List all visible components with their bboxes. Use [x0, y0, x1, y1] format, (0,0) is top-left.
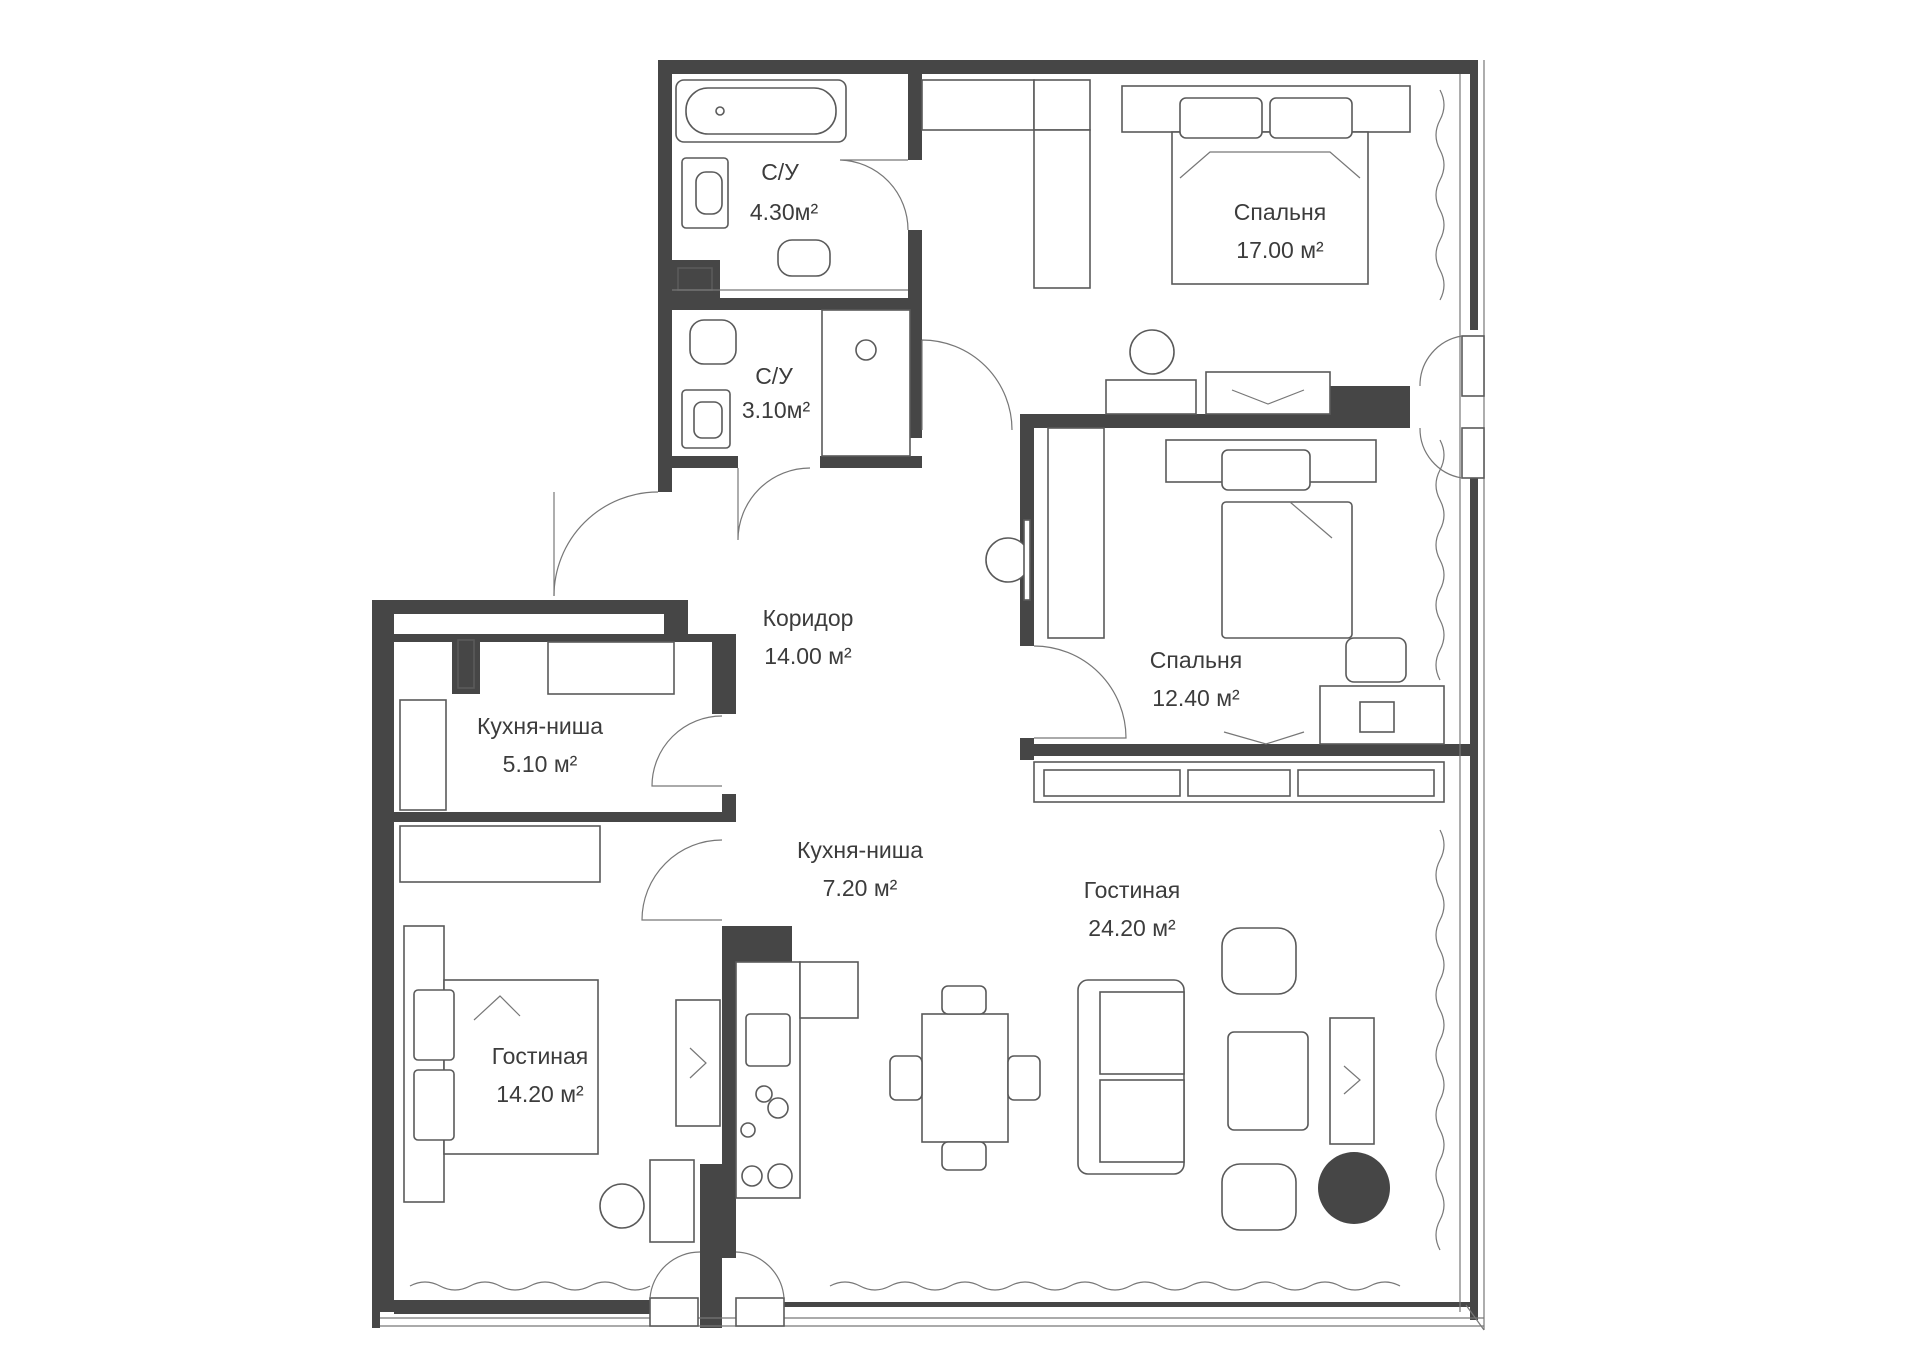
room-area-bedroom-1: 17.00 м² [1236, 237, 1324, 263]
bedroom-2-furniture [985, 439, 1445, 745]
room-name-bedroom-2: Спальня [1150, 647, 1242, 673]
room-name-bathroom-2: С/У [755, 363, 793, 389]
room-area-kitchen-niche-1: 5.10 м² [503, 751, 578, 777]
room-name-bathroom-1: С/У [761, 159, 799, 185]
room-name-bedroom-1: Спальня [1234, 199, 1326, 225]
room-area-bathroom-2: 3.10м² [742, 397, 811, 423]
walls [372, 60, 1478, 1328]
wardrobes [399, 79, 1105, 883]
room-area-living-room: 24.20 м² [1088, 915, 1176, 941]
room-area-bedroom-2: 12.40 м² [1152, 685, 1240, 711]
room-name-kitchen-niche-2: Кухня-ниша [797, 837, 923, 863]
bathroom-1-fixtures [672, 79, 908, 291]
bedroom-1-furniture [1105, 85, 1411, 415]
room-area-corridor: 14.00 м² [764, 643, 852, 669]
room-name-kitchen-niche-1: Кухня-ниша [477, 713, 603, 739]
curtains [409, 89, 1445, 1291]
room-name-corridor: Коридор [763, 605, 854, 631]
doors [553, 159, 1127, 921]
bathroom-2-fixtures [681, 309, 911, 457]
room-area-kitchen-niche-2: 7.20 м² [823, 875, 898, 901]
kitchen-unit [735, 961, 859, 1199]
living-shelves [1033, 761, 1445, 803]
dining-set [889, 927, 1390, 1231]
windows [380, 60, 1485, 1331]
room-labels: С/У 4.30м² С/У 3.10м² Спальня 17.00 м² К… [477, 159, 1326, 1107]
room-name-living-room: Гостиная [1084, 877, 1181, 903]
room-name-living-room-small: Гостиная [492, 1043, 589, 1069]
room-area-bathroom-1: 4.30м² [750, 199, 819, 225]
small-living-furniture [403, 925, 721, 1243]
room-area-living-room-small: 14.20 м² [496, 1081, 584, 1107]
